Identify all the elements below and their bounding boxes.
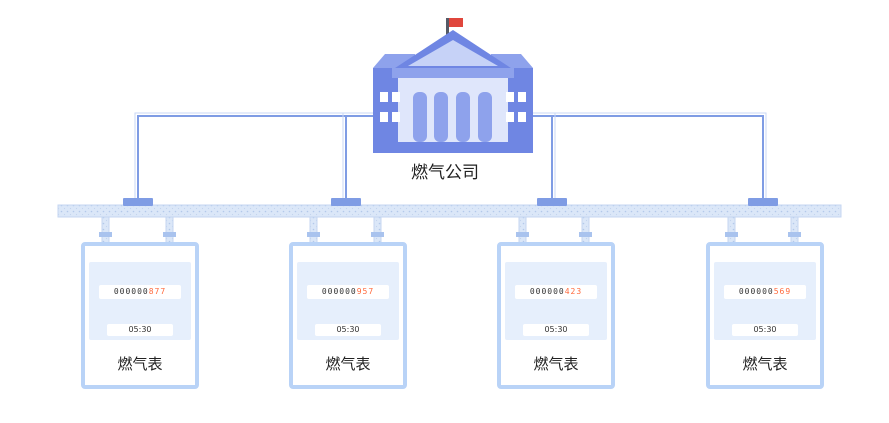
connection-line-1 [137, 115, 380, 200]
meter-label: 燃气表 [325, 355, 371, 373]
meter-display: 000000423 05:30 [505, 262, 607, 340]
meter-time: 05:30 [732, 324, 798, 336]
pipe-valves [123, 198, 778, 206]
gas-company-building-icon [373, 18, 533, 153]
meter-time: 05:30 [107, 324, 173, 336]
meter-reading: 000000877 [99, 285, 181, 299]
meter-time: 05:30 [315, 324, 381, 336]
valve-3 [537, 198, 567, 206]
meter-display: 000000877 05:30 [89, 262, 191, 340]
connection-lines [137, 115, 764, 200]
connection-line-3 [530, 115, 553, 200]
meter-label: 燃气表 [117, 355, 163, 373]
meter-label: 燃气表 [742, 355, 788, 373]
main-gas-pipe [57, 204, 842, 218]
gas-meter-2: 000000957 05:30 燃气表 [289, 242, 407, 389]
valve-2 [331, 198, 361, 206]
meter-time: 05:30 [523, 324, 589, 336]
valve-4 [748, 198, 778, 206]
gas-meter-4: 000000569 05:30 燃气表 [706, 242, 824, 389]
connection-lines-inner [134, 112, 767, 200]
meter-reading: 000000569 [724, 285, 806, 299]
meter-display: 000000569 05:30 [714, 262, 816, 340]
meter-display: 000000957 05:30 [297, 262, 399, 340]
gas-meter-1: 000000877 05:30 燃气表 [81, 242, 199, 389]
gas-meter-3: 000000423 05:30 燃气表 [497, 242, 615, 389]
flag-icon [449, 18, 463, 27]
meter-pipe-joints [99, 232, 801, 237]
meter-reading: 000000423 [515, 285, 597, 299]
connection-line-4 [530, 115, 764, 200]
valve-1 [123, 198, 153, 206]
gas-company-label: 燃气公司 [411, 163, 479, 183]
meter-reading: 000000957 [307, 285, 389, 299]
meter-pipes [101, 216, 799, 244]
connection-line-2 [345, 115, 380, 200]
meter-label: 燃气表 [533, 355, 579, 373]
